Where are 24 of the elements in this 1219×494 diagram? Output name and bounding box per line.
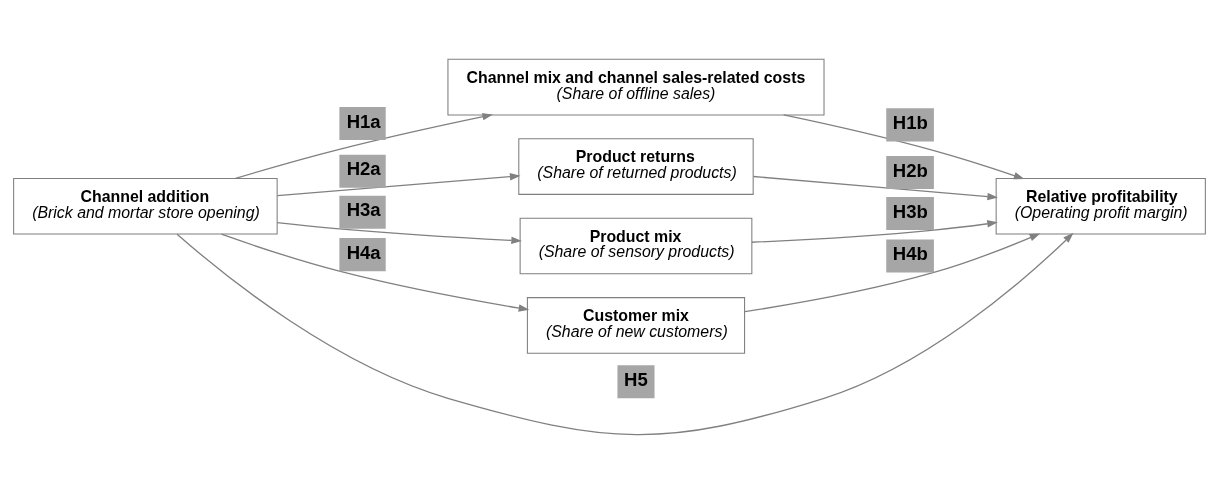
node-box: Channel addition (Brick and mortar store opening) [13,177,278,235]
edge-label: H2b [892,159,928,181]
node-box: Product returns (Share of returned products) [518,138,754,195]
edge-label: H1b [892,112,928,134]
arrow [276,221,522,245]
edge-label: H4a [346,241,381,263]
edge-label: H5 [624,368,648,390]
edge-label: H3a [346,199,381,221]
arrow [744,233,1041,313]
arrow [783,114,1025,180]
node-box: Customer mix (Share of new customers) [526,297,746,354]
node-box: Channel mix and channel sales-related costs (Share of offline sales) [447,58,825,116]
node-box: Relative profitability (Operating profit margin) [995,177,1206,235]
arrow [276,173,521,197]
arrow [234,113,494,180]
arrow [752,175,998,201]
arrow [220,233,530,312]
edge-label: H3b [892,200,928,222]
arrow [176,232,1074,436]
node-box: Product mix (Share of sensory products) [519,217,753,275]
edge-label: H1a [346,110,381,132]
edge-label: H2a [346,158,381,180]
edge-label: H4b [892,243,928,265]
arrow [751,220,998,243]
